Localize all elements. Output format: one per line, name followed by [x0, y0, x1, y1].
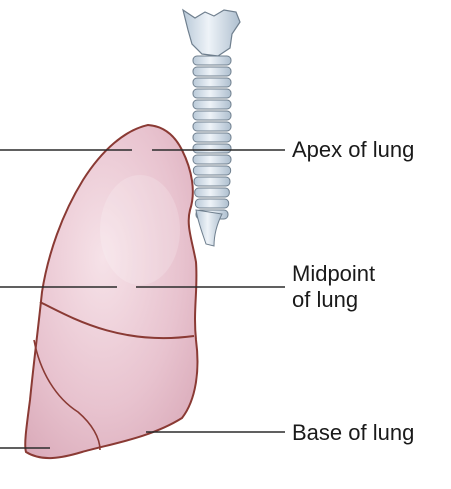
label-base-text: Base of lung: [292, 420, 414, 446]
label-base-of-lung: Base of lung: [292, 420, 414, 446]
lung: [25, 125, 197, 458]
trachea-ring: [193, 144, 231, 153]
trachea-ring: [195, 199, 228, 208]
trachea-ring: [193, 155, 231, 164]
label-midpoint-line2: of lung: [292, 287, 375, 313]
trachea-ring: [193, 100, 231, 109]
label-apex-text: Apex of lung: [292, 137, 414, 163]
trachea-ring: [193, 166, 230, 175]
trachea-ring: [193, 111, 231, 120]
trachea-ring: [193, 78, 231, 87]
trachea-ring: [194, 177, 230, 186]
label-midpoint-of-lung: Midpoint of lung: [292, 261, 375, 313]
trachea-ring: [193, 89, 231, 98]
trachea-ring: [193, 122, 231, 131]
trachea: [183, 10, 240, 246]
trachea-ring: [193, 67, 231, 76]
trachea-ring: [193, 56, 231, 65]
trachea-ring: [195, 188, 230, 197]
trachea-ring: [193, 133, 231, 142]
label-apex-of-lung: Apex of lung: [292, 137, 414, 163]
label-midpoint-line1: Midpoint: [292, 261, 375, 287]
